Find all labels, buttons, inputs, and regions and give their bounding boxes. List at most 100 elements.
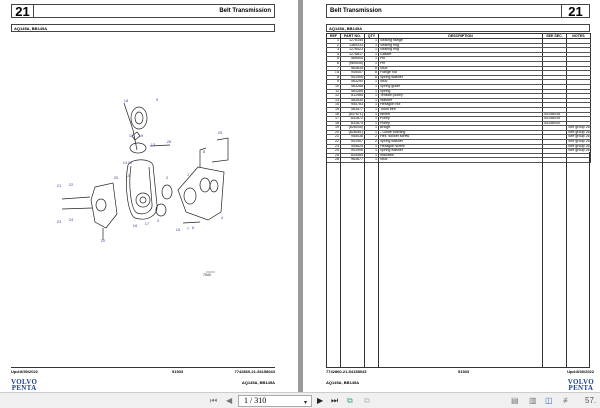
footer-code: 51933 bbox=[172, 369, 184, 374]
callout-label: 23 bbox=[57, 219, 62, 224]
callout-label: 26 bbox=[167, 139, 172, 144]
table-cell bbox=[566, 102, 591, 108]
page-number-input[interactable]: 1 / 310 bbox=[238, 395, 312, 407]
callout-label: 11 bbox=[129, 133, 134, 138]
table-cell bbox=[566, 70, 591, 76]
page-dropdown-icon[interactable]: ▾ bbox=[304, 400, 308, 406]
table-cell bbox=[566, 75, 591, 81]
two-page-icon[interactable]: ◫ bbox=[545, 396, 553, 405]
callout-label: 3 bbox=[157, 218, 160, 223]
callout-label: 13 bbox=[151, 142, 156, 147]
table-cell bbox=[566, 89, 591, 95]
column-rule bbox=[340, 152, 341, 367]
column-rule bbox=[542, 152, 543, 367]
callout-label: 22 bbox=[69, 182, 74, 187]
table-cell bbox=[566, 47, 591, 53]
front-cover bbox=[90, 182, 118, 229]
table-cell: Stud bbox=[378, 157, 543, 163]
callout-label: 12 bbox=[128, 160, 133, 165]
callout-label: 9 bbox=[156, 97, 159, 102]
callout-label: 15 bbox=[176, 227, 181, 232]
table-cell bbox=[566, 93, 591, 99]
scroll-icon[interactable]: ≢ bbox=[563, 396, 571, 405]
table-cell: 26 bbox=[326, 157, 341, 163]
logo-text: PENTA bbox=[11, 384, 37, 392]
footer-doc-number: 7742860-21-54158043 bbox=[234, 369, 275, 374]
footer-updated: Upd:8/30/2022 bbox=[567, 369, 594, 374]
table-cell bbox=[566, 61, 591, 67]
table-cell bbox=[566, 157, 591, 163]
continuous-icon[interactable]: ▥ bbox=[529, 396, 537, 405]
callout-label: 18 bbox=[124, 98, 129, 103]
single-page-icon[interactable]: ▤ bbox=[511, 396, 519, 405]
callout-label: 17 bbox=[145, 221, 150, 226]
section-title: Belt Transmission bbox=[33, 4, 275, 18]
table-cell bbox=[566, 107, 591, 113]
first-page-icon[interactable]: ⏮ bbox=[210, 396, 218, 405]
callout-label: 24 bbox=[69, 217, 74, 222]
zoom-level[interactable]: 57. bbox=[585, 396, 597, 405]
column-header: NOTES bbox=[566, 33, 591, 39]
callout-label: 15 bbox=[126, 173, 131, 178]
wheel-drawing bbox=[130, 106, 148, 130]
table-cell bbox=[566, 38, 591, 44]
tensioner-arm bbox=[123, 102, 138, 151]
table-cell bbox=[566, 84, 591, 90]
table-cell bbox=[566, 116, 591, 122]
table-cell bbox=[566, 121, 591, 127]
table-cell bbox=[566, 112, 591, 118]
footer-updated: Upd:8/30/2022 bbox=[11, 369, 38, 374]
rear-housing bbox=[177, 166, 225, 221]
volvo-penta-logo: VOLVO PENTA bbox=[567, 378, 594, 392]
section-title: Belt Transmission bbox=[326, 4, 562, 18]
logo-text: PENTA bbox=[568, 384, 594, 392]
insert-page-icon[interactable]: ⧉ bbox=[364, 396, 370, 405]
section-number: 21 bbox=[561, 4, 590, 19]
prev-page-icon[interactable]: ◀ bbox=[226, 396, 233, 405]
table-cell: See group 26 bbox=[566, 125, 591, 131]
models-bar: AQ145A, BB145A bbox=[326, 24, 590, 32]
table-cell bbox=[566, 52, 591, 58]
next-page-icon[interactable]: ▶ bbox=[317, 396, 324, 405]
footer-doc-number: 7742860-21-54158043 bbox=[326, 369, 367, 374]
extract-page-icon[interactable]: ⧉ bbox=[347, 396, 353, 405]
callout-label: 19 bbox=[139, 133, 144, 138]
table-cell bbox=[566, 66, 591, 72]
volvo-penta-logo: VOLVO PENTA bbox=[11, 379, 37, 392]
callout-label: 10 bbox=[101, 238, 106, 243]
table-cell: See group 26 bbox=[566, 134, 591, 141]
pdf-toolbar: ⏮ ◀ 1 / 310 ▾ ▶ ⏭ ⧉ ⧉ ▤ ▥ ◫ ≢ 57. bbox=[0, 392, 600, 408]
callout-label: 2 bbox=[166, 175, 169, 180]
last-page-icon[interactable]: ⏭ bbox=[331, 396, 339, 405]
footer-code: 51933 bbox=[458, 369, 470, 374]
callout-label: 6 bbox=[192, 225, 195, 230]
timing-belt bbox=[126, 159, 158, 220]
logo-text: VOLVO bbox=[567, 378, 594, 386]
callout-label: 20 bbox=[114, 175, 119, 180]
table-cell bbox=[566, 56, 591, 62]
column-rule bbox=[589, 152, 590, 367]
